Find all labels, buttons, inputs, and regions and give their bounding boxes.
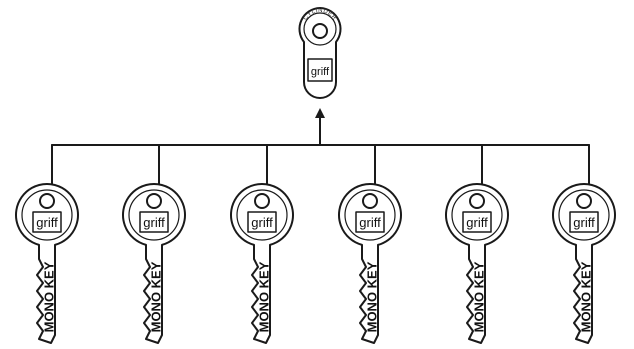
key-outline [445,183,509,344]
key-logo-box [462,211,492,233]
key-outline [122,183,186,344]
key-head-ring [21,189,73,241]
key-outline [552,183,616,344]
key-label: MONO KEY [364,261,379,332]
key-hole [254,193,270,209]
key-head-ring [344,189,396,241]
key-logo-box [569,211,599,233]
key-label: MONO KEY [578,261,593,332]
key-logo-box [247,211,277,233]
key-hole [146,193,162,209]
key-label: MONO KEY [471,261,486,332]
key-head-ring [236,189,288,241]
key-head-ring [558,189,610,241]
key-brand-logo: griff [143,215,165,230]
key-logo-box [355,211,385,233]
cylinder-brand-logo: griff [311,66,330,78]
key-label: MONO KEY [256,261,271,332]
key-hole [39,193,55,209]
key-logo-box [139,211,169,233]
key-head-ring [128,189,180,241]
key-brand-logo: griff [573,215,595,230]
key-outline [230,183,294,344]
key-hole [469,193,485,209]
key-label: MONO KEY [148,261,163,332]
key-brand-logo: griff [466,215,488,230]
arrow-up-icon [315,108,325,118]
connector-arrow [315,108,325,146]
key-head-ring [451,189,503,241]
key-brand-logo: griff [359,215,381,230]
key-brand-logo: griff [36,215,58,230]
key-logo-box [32,211,62,233]
cylinder: CYLINDER griff [298,7,342,99]
key-hole [362,193,378,209]
key-hole [576,193,592,209]
key-label: MONO KEY [41,261,56,332]
key-outline [338,183,402,344]
key-outline [15,183,79,344]
key-brand-logo: griff [251,215,273,230]
